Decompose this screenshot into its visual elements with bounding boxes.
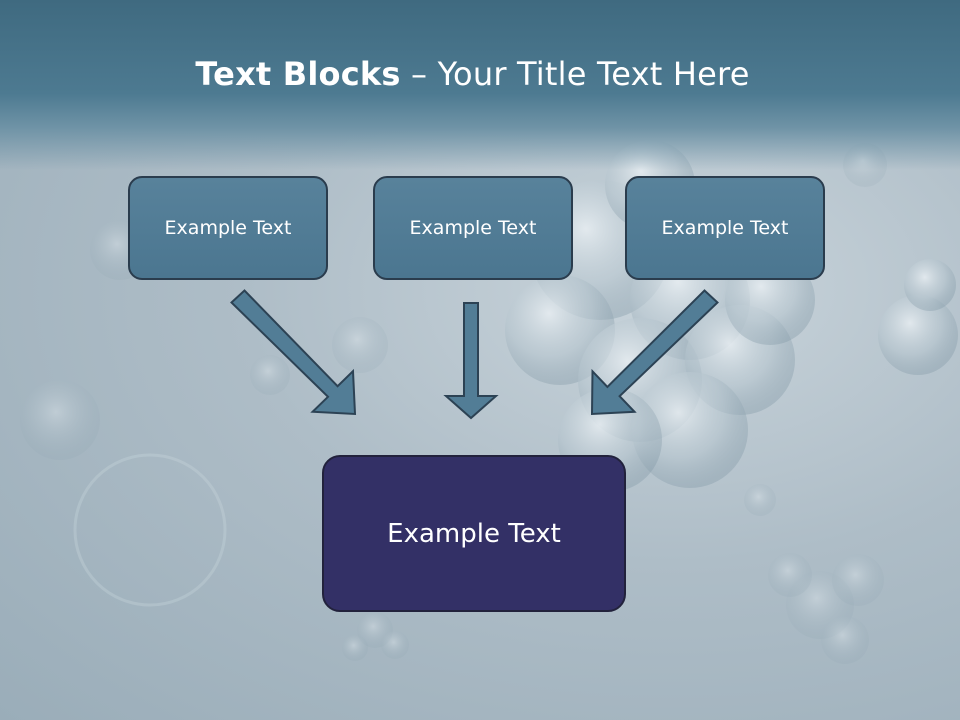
title-bar [0, 0, 960, 170]
title-bold-part: Text Blocks [195, 55, 401, 93]
title-dash: – [400, 55, 438, 93]
text-block-left-label: Example Text [164, 217, 292, 239]
text-block-center[interactable]: Example Text [373, 176, 573, 280]
text-block-bottom-label: Example Text [387, 518, 561, 549]
title-rest: Your Title Text Here [437, 55, 750, 93]
slide-title: Text Blocks – Your Title Text Here [0, 55, 945, 93]
arrow-center-down [443, 302, 499, 420]
text-block-left[interactable]: Example Text [128, 176, 328, 280]
text-block-bottom[interactable]: Example Text [322, 455, 626, 612]
text-block-right-label: Example Text [661, 217, 789, 239]
arrow-left-diagonal [230, 289, 357, 416]
text-block-right[interactable]: Example Text [625, 176, 825, 280]
text-block-center-label: Example Text [409, 217, 537, 239]
arrow-right-diagonal [590, 289, 719, 416]
